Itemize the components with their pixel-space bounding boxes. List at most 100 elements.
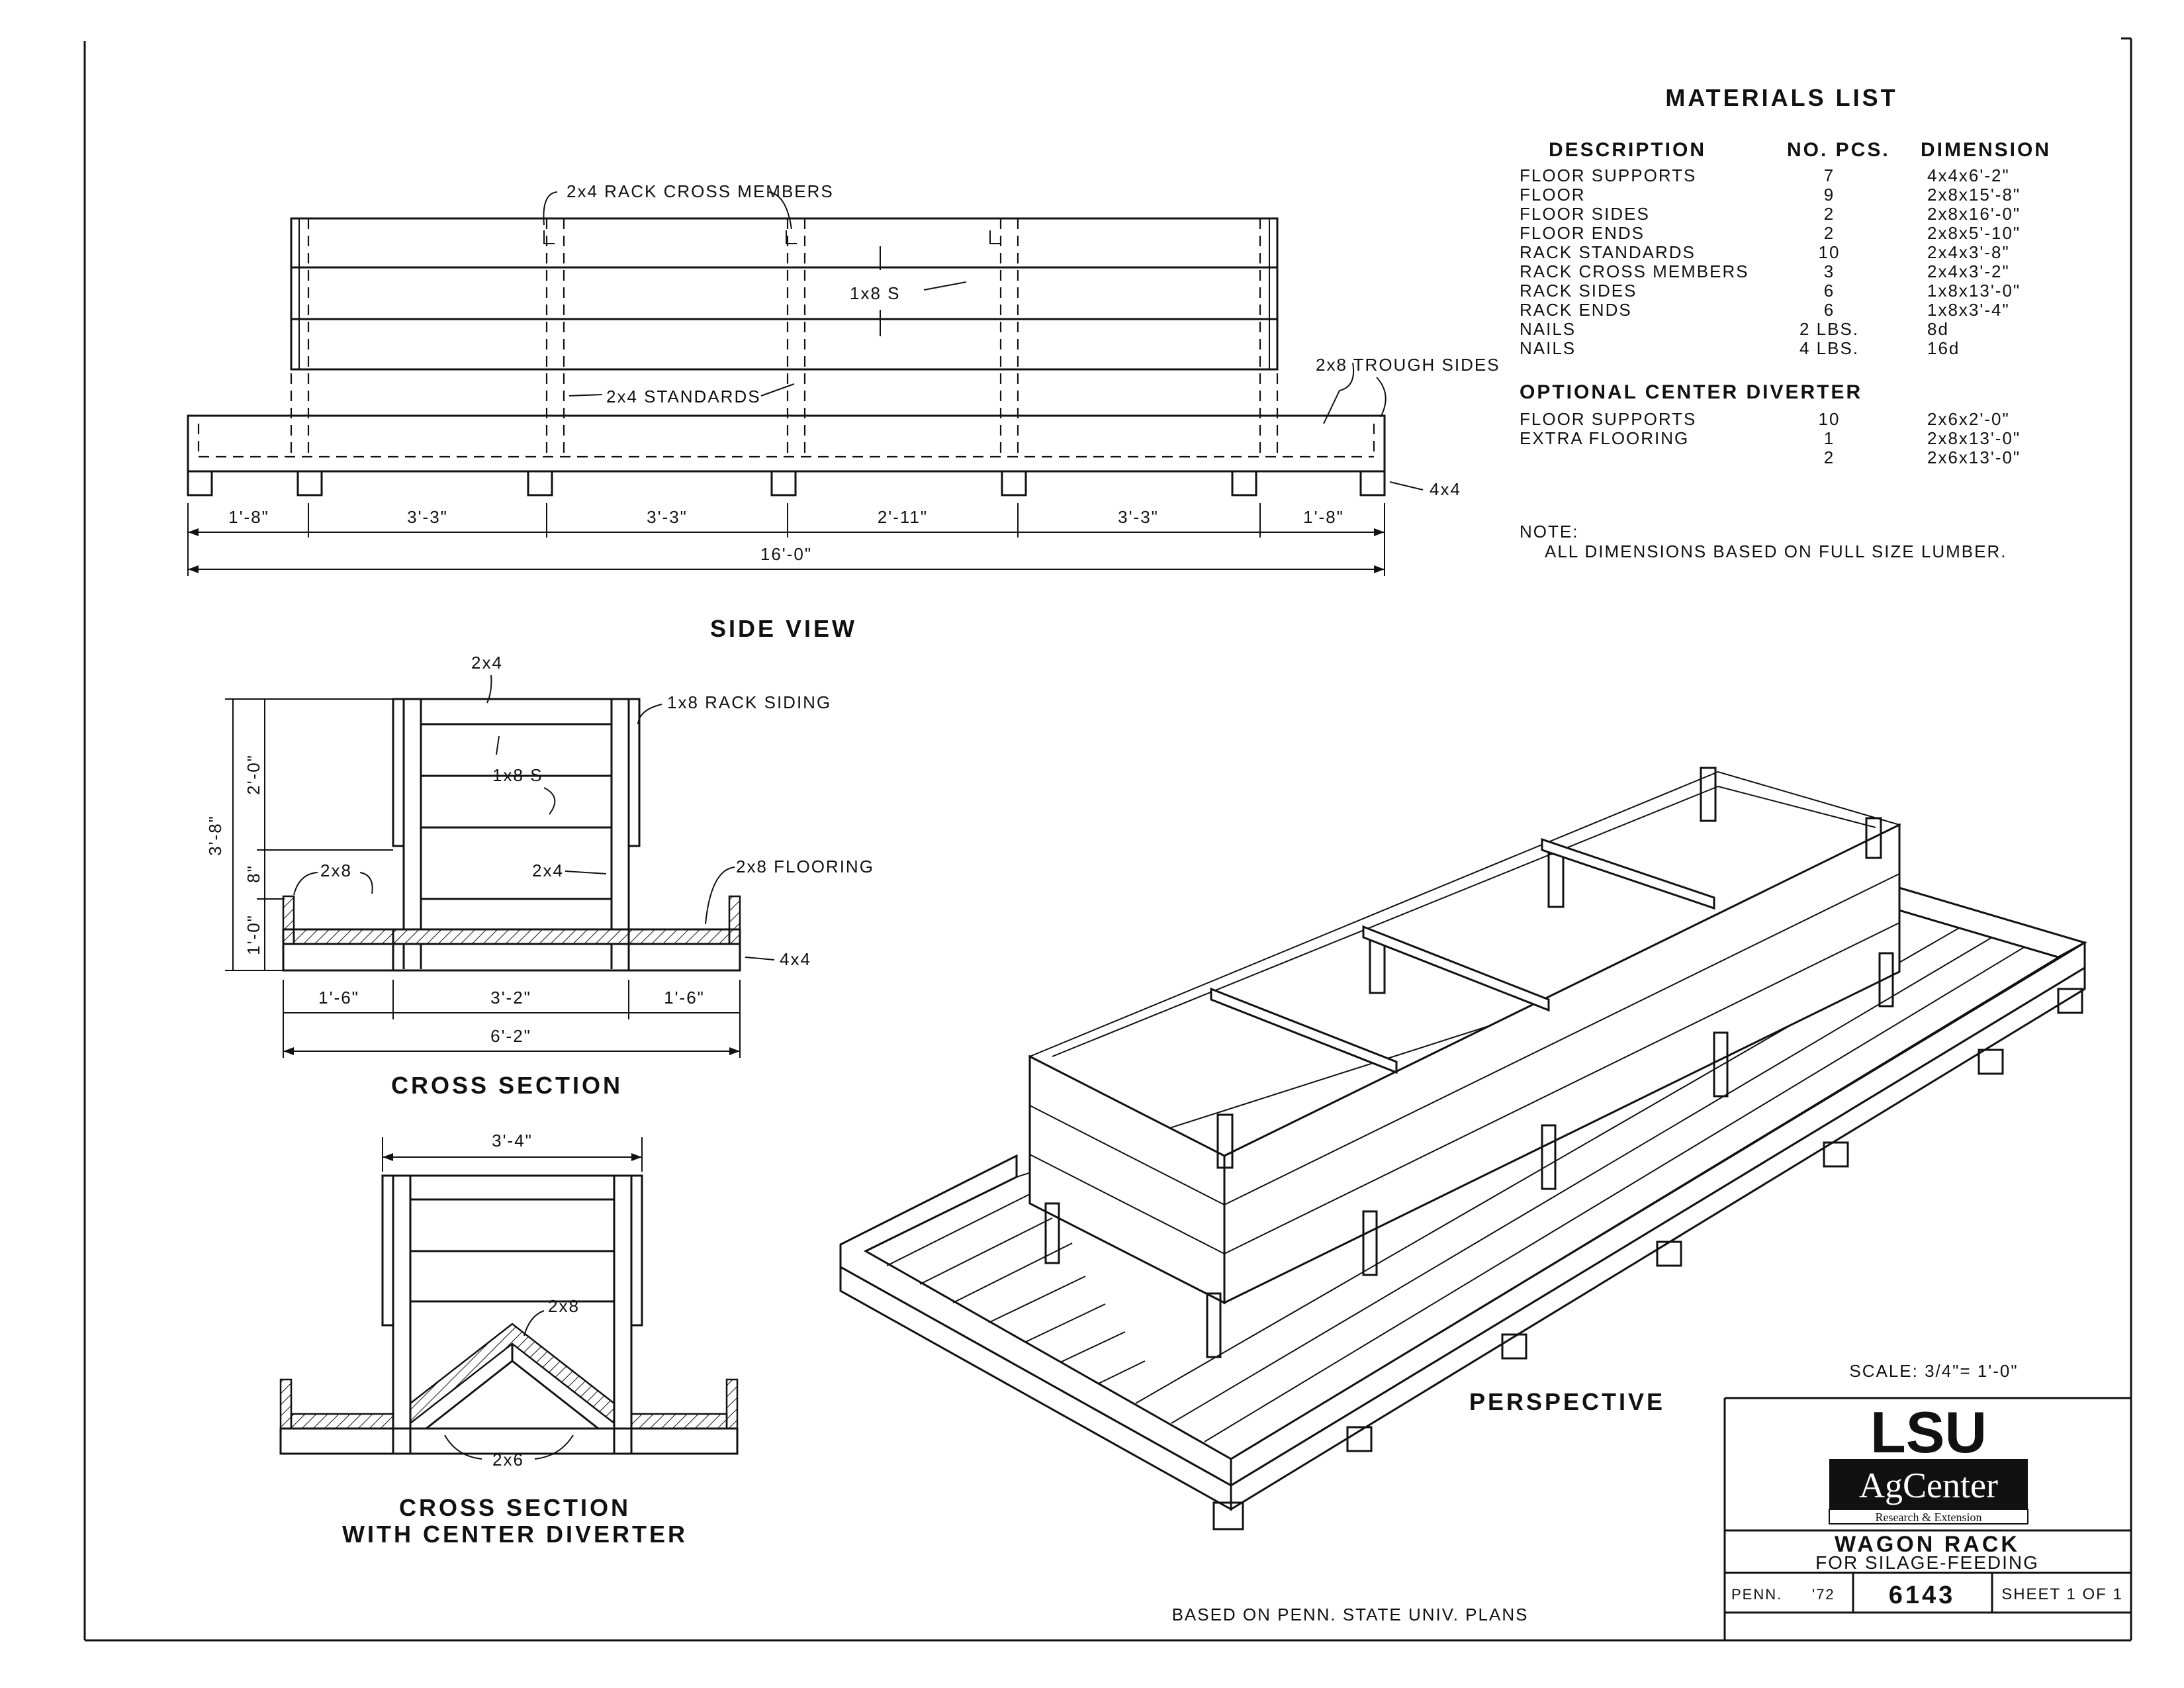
- material-row-desc: FLOOR ENDS: [1520, 223, 1645, 243]
- side-view-title: SIDE VIEW: [710, 615, 857, 642]
- cs-dim-overall: 6'-2": [490, 1026, 531, 1046]
- cs-dim-mid: 8": [244, 865, 263, 883]
- header-description: DESCRIPTION: [1549, 139, 1706, 161]
- cs-label-flooring: 2x8 FLOORING: [736, 857, 874, 876]
- material-row-dim: 2x4x3'-8": [1927, 242, 2010, 262]
- note-label: NOTE:: [1520, 522, 1578, 541]
- label-trough-sides: 2x8 TROUGH SIDES: [1316, 355, 1500, 375]
- material-row-pcs: 2 LBS.: [1799, 319, 1859, 339]
- optional-row-dim: 2x6x2'-0": [1927, 409, 2010, 429]
- title-block: LSU AgCenter Research & Extension: [1723, 1397, 2131, 1640]
- material-row-pcs: 7: [1824, 165, 1835, 185]
- material-row-pcs: 3: [1824, 261, 1835, 281]
- optional-row-pcs: 10: [1819, 409, 1841, 429]
- material-row-pcs: 6: [1824, 300, 1835, 320]
- optional-row-desc: EXTRA FLOORING: [1520, 428, 1689, 448]
- dv-label-top: 2x8: [548, 1296, 580, 1316]
- cs-dim-lower: 1'-0": [244, 914, 263, 955]
- cross-section: [225, 675, 775, 1058]
- material-row-pcs: 4 LBS.: [1799, 338, 1859, 358]
- note-text: ALL DIMENSIONS BASED ON FULL SIZE LUMBER…: [1545, 541, 2007, 561]
- diverter-title-line1: CROSS SECTION: [399, 1494, 631, 1521]
- title-block-number: 6143: [1889, 1581, 1956, 1609]
- optional-row-pcs: 2: [1824, 447, 1835, 467]
- logo-lsu: LSU: [1870, 1399, 1987, 1465]
- lsu-agcenter-logo: LSU AgCenter Research & Extension: [1829, 1399, 2028, 1524]
- optional-row-pcs: 1: [1824, 428, 1835, 448]
- cs-dim-total: 3'-8": [205, 815, 225, 856]
- cs-label-support: 4x4: [780, 949, 811, 969]
- material-row-pcs: 10: [1819, 242, 1841, 262]
- title-block-title: WAGON RACK: [1835, 1532, 2020, 1557]
- material-row-desc: FLOOR SUPPORTS: [1520, 165, 1696, 185]
- header-pieces: NO. PCS.: [1787, 139, 1890, 161]
- cs-label-left-2x8: 2x8: [320, 861, 352, 880]
- title-block-origin: PENN.: [1731, 1586, 1782, 1603]
- cs-label-rack-siding: 1x8 RACK SIDING: [667, 692, 831, 712]
- material-row-dim: 8d: [1927, 319, 1949, 339]
- perspective-title: PERSPECTIVE: [1469, 1388, 1665, 1415]
- label-side-support: 4x4: [1430, 479, 1461, 499]
- cs-label-siding: 1x8 S: [492, 765, 543, 785]
- material-row-pcs: 2: [1824, 204, 1835, 224]
- dim-side-6: 1'-8": [1303, 507, 1344, 527]
- cs-label-top-2x4: 2x4: [471, 653, 503, 673]
- title-block-year: '72: [1812, 1586, 1835, 1603]
- material-row-dim: 1x8x3'-4": [1927, 300, 2010, 320]
- optional-row-dim: 2x6x13'-0": [1927, 447, 2021, 467]
- dv-label-bottom: 2x6: [492, 1450, 524, 1470]
- title-block-subtitle: FOR SILAGE-FEEDING: [1815, 1552, 2039, 1573]
- scale-note: SCALE: 3/4"= 1'-0": [1849, 1361, 2018, 1381]
- materials-list: MATERIALS LIST DESCRIPTION NO. PCS. DIME…: [1520, 84, 2051, 561]
- dim-side-3: 3'-3": [647, 507, 688, 527]
- cs-dim-upper: 2'-0": [244, 754, 263, 795]
- side-view: [187, 191, 1424, 576]
- optional-title: OPTIONAL CENTER DIVERTER: [1520, 381, 1862, 403]
- material-row-pcs: 9: [1824, 185, 1835, 205]
- label-rack-cross-members: 2x4 RACK CROSS MEMBERS: [567, 181, 834, 201]
- material-row-desc: NAILS: [1520, 338, 1576, 358]
- label-standards: 2x4 STANDARDS: [606, 387, 761, 406]
- material-row-dim: 2x8x15'-8": [1927, 185, 2021, 205]
- optional-row-desc: FLOOR SUPPORTS: [1520, 409, 1696, 429]
- material-row-desc: RACK ENDS: [1520, 300, 1632, 320]
- material-row-desc: RACK STANDARDS: [1520, 242, 1696, 262]
- material-row-dim: 2x4x3'-2": [1927, 261, 2010, 281]
- diverter-title-line2: WITH CENTER DIVERTER: [342, 1521, 688, 1548]
- material-row-desc: RACK SIDES: [1520, 281, 1637, 301]
- material-row-desc: FLOOR: [1520, 185, 1586, 205]
- material-row-dim: 1x8x13'-0": [1927, 281, 2021, 301]
- material-row-desc: RACK CROSS MEMBERS: [1520, 261, 1749, 281]
- optional-rows: FLOOR SUPPORTS 10 2x6x2'-0" EXTRA FLOORING 1…: [1520, 409, 2021, 467]
- dim-side-overall: 16'-0": [760, 544, 812, 564]
- material-row-pcs: 2: [1824, 223, 1835, 243]
- header-dimension: DIMENSION: [1921, 139, 2051, 161]
- logo-research-extension: Research & Extension: [1876, 1511, 1982, 1524]
- cs-label-mid-2x4: 2x4: [532, 861, 564, 880]
- material-row-desc: NAILS: [1520, 319, 1576, 339]
- sheet-border: [83, 37, 2132, 1642]
- diverter-section: [279, 1137, 739, 1460]
- material-row-pcs: 6: [1824, 281, 1835, 301]
- cs-dim-left: 1'-6": [318, 988, 359, 1008]
- cs-dim-center: 3'-2": [490, 988, 531, 1008]
- cross-section-title: CROSS SECTION: [391, 1072, 623, 1099]
- dim-side-4: 2'-11": [878, 507, 928, 527]
- dv-dim-width: 3'-4": [492, 1131, 533, 1150]
- logo-agcenter: AgCenter: [1859, 1466, 1998, 1505]
- credit-note: BASED ON PENN. STATE UNIV. PLANS: [1172, 1605, 1529, 1624]
- dim-side-1: 1'-8": [228, 507, 269, 527]
- material-row-desc: FLOOR SIDES: [1520, 204, 1650, 224]
- materials-title: MATERIALS LIST: [1665, 84, 1897, 111]
- label-side-siding: 1x8 S: [850, 283, 901, 303]
- material-row-dim: 16d: [1927, 338, 1960, 358]
- perspective-view: [839, 767, 2087, 1530]
- cs-dim-right: 1'-6": [664, 988, 705, 1008]
- optional-row-dim: 2x8x13'-0": [1927, 428, 2021, 448]
- material-row-dim: 2x8x5'-10": [1927, 223, 2021, 243]
- title-block-sheet: SHEET 1 OF 1: [2001, 1585, 2123, 1603]
- material-row-dim: 2x8x16'-0": [1927, 204, 2021, 224]
- dim-side-5: 3'-3": [1118, 507, 1159, 527]
